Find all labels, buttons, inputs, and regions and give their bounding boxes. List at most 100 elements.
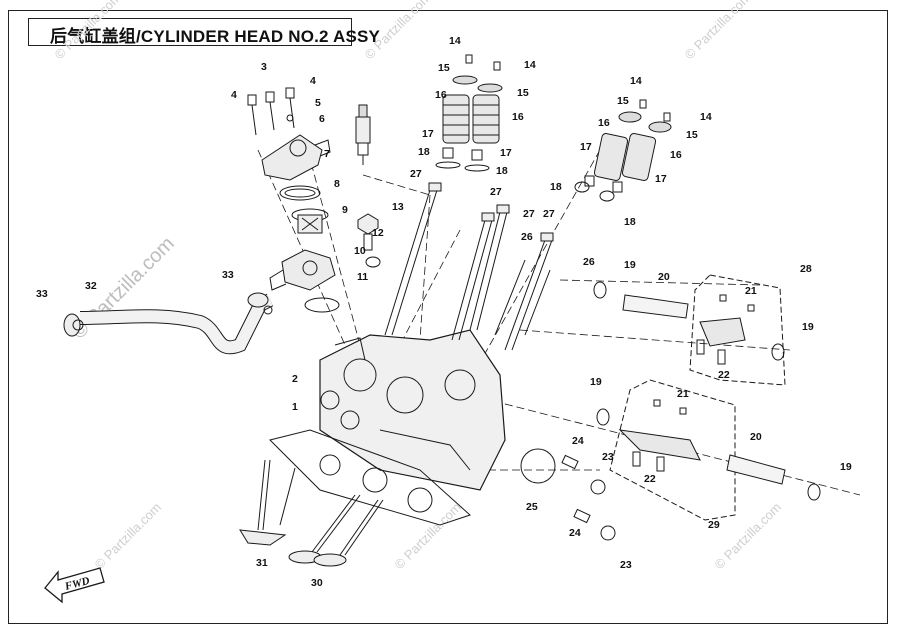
valve-seal <box>584 175 595 187</box>
callout-label: 21 <box>677 388 689 400</box>
callout-label: 4 <box>310 75 316 87</box>
valves <box>239 459 384 567</box>
o-ring <box>304 297 340 313</box>
callout-label: 16 <box>598 117 610 129</box>
callout-label: 17 <box>500 147 512 159</box>
callout-label: 9 <box>342 204 348 216</box>
watermark: © Partzilla.com <box>362 0 435 62</box>
cylinder-head <box>319 329 506 491</box>
callout-label: 15 <box>517 87 529 99</box>
callout-label: 27 <box>410 168 422 180</box>
callout-label: 33 <box>222 269 234 281</box>
thermostat <box>291 208 329 234</box>
callout-label: 13 <box>392 201 404 213</box>
spring-seat <box>574 181 590 193</box>
callout-label: 27 <box>543 208 555 220</box>
watermark: © Partzilla.com <box>682 0 755 62</box>
callout-label: 28 <box>800 263 812 275</box>
watermark: © Partzilla.com <box>392 500 465 573</box>
spring-seat <box>464 164 490 172</box>
title-box <box>28 18 352 46</box>
rocker-arm <box>699 317 746 347</box>
callout-label: 32 <box>85 280 97 292</box>
callout-label: 24 <box>572 435 584 447</box>
callout-label: 10 <box>354 245 366 257</box>
callout-label: 14 <box>700 111 712 123</box>
callout-label: 19 <box>840 461 852 473</box>
callout-label: 7 <box>324 148 330 160</box>
watermark: © Partzilla.com <box>712 500 785 573</box>
head-gasket <box>269 429 471 526</box>
spring-retainer <box>618 111 642 123</box>
callout-label: 27 <box>523 208 535 220</box>
callout-label: 19 <box>624 259 636 271</box>
callout-label: 27 <box>490 186 502 198</box>
callout-label: 12 <box>372 227 384 239</box>
thrust-washer <box>807 483 821 501</box>
rocker-box-29 <box>609 379 736 521</box>
valve-keeper <box>639 99 647 109</box>
callout-label: 29 <box>708 519 720 531</box>
stud <box>573 508 591 524</box>
callout-label: 18 <box>418 146 430 158</box>
thrust-washer <box>593 281 607 299</box>
callout-label: 15 <box>438 62 450 74</box>
valve-keeper <box>465 54 473 64</box>
callout-label: 23 <box>602 451 614 463</box>
callout-label: 8 <box>334 178 340 190</box>
callout-label: 14 <box>524 59 536 71</box>
callout-label: 25 <box>526 501 538 513</box>
thrust-washer <box>771 343 785 361</box>
callout-label: 22 <box>718 369 730 381</box>
callout-label: 15 <box>686 129 698 141</box>
fwd-arrow <box>44 567 105 604</box>
stud <box>561 454 579 470</box>
valve-seal <box>442 147 454 159</box>
diagram-parts <box>44 54 861 604</box>
adjuster-nut <box>679 407 687 415</box>
callout-label: 20 <box>750 431 762 443</box>
water-inlet <box>269 249 336 291</box>
rocker-arm <box>618 429 701 461</box>
callout-label: 24 <box>569 527 581 539</box>
callout-label: 16 <box>512 111 524 123</box>
diagram-title: 后气缸盖组/CYLINDER HEAD NO.2 ASSY <box>50 27 381 46</box>
callout-label: 5 <box>315 97 321 109</box>
callout-label: 6 <box>319 113 325 125</box>
coolant-hose <box>63 292 274 355</box>
callout-label: 17 <box>580 141 592 153</box>
callout-label: 14 <box>449 35 461 47</box>
callout-label: 17 <box>422 128 434 140</box>
callout-label: 18 <box>624 216 636 228</box>
rocker-shafts <box>622 294 786 485</box>
valve-keeper <box>663 112 671 122</box>
watermark: © Partzilla.com <box>52 0 125 62</box>
valve-keeper <box>493 61 501 71</box>
nut <box>590 479 606 495</box>
nut <box>600 525 616 541</box>
callout-label: 2 <box>292 373 298 385</box>
callout-label: 16 <box>435 89 447 101</box>
valve-seal <box>612 181 623 193</box>
callout-label: 31 <box>256 557 268 569</box>
callout-label: 21 <box>745 285 757 297</box>
adjuster-screw <box>717 349 726 365</box>
housing-bolts <box>247 87 295 136</box>
head-studs <box>384 182 554 351</box>
spring-seat <box>599 190 615 202</box>
watermark: © Partzilla.com <box>92 500 165 573</box>
thermostat-housing <box>261 134 331 181</box>
spring-retainer <box>452 75 478 85</box>
gasket-ring <box>279 185 321 201</box>
cover-o-ring <box>520 448 556 484</box>
callout-label: 14 <box>630 75 642 87</box>
valve-seal <box>471 149 483 161</box>
callout-label: 18 <box>496 165 508 177</box>
washer <box>365 256 381 268</box>
callout-label: 17 <box>655 173 667 185</box>
adjuster-screw <box>656 456 665 472</box>
spark-plug <box>355 104 371 165</box>
callout-label: 15 <box>617 95 629 107</box>
adjuster-screw <box>632 451 641 467</box>
